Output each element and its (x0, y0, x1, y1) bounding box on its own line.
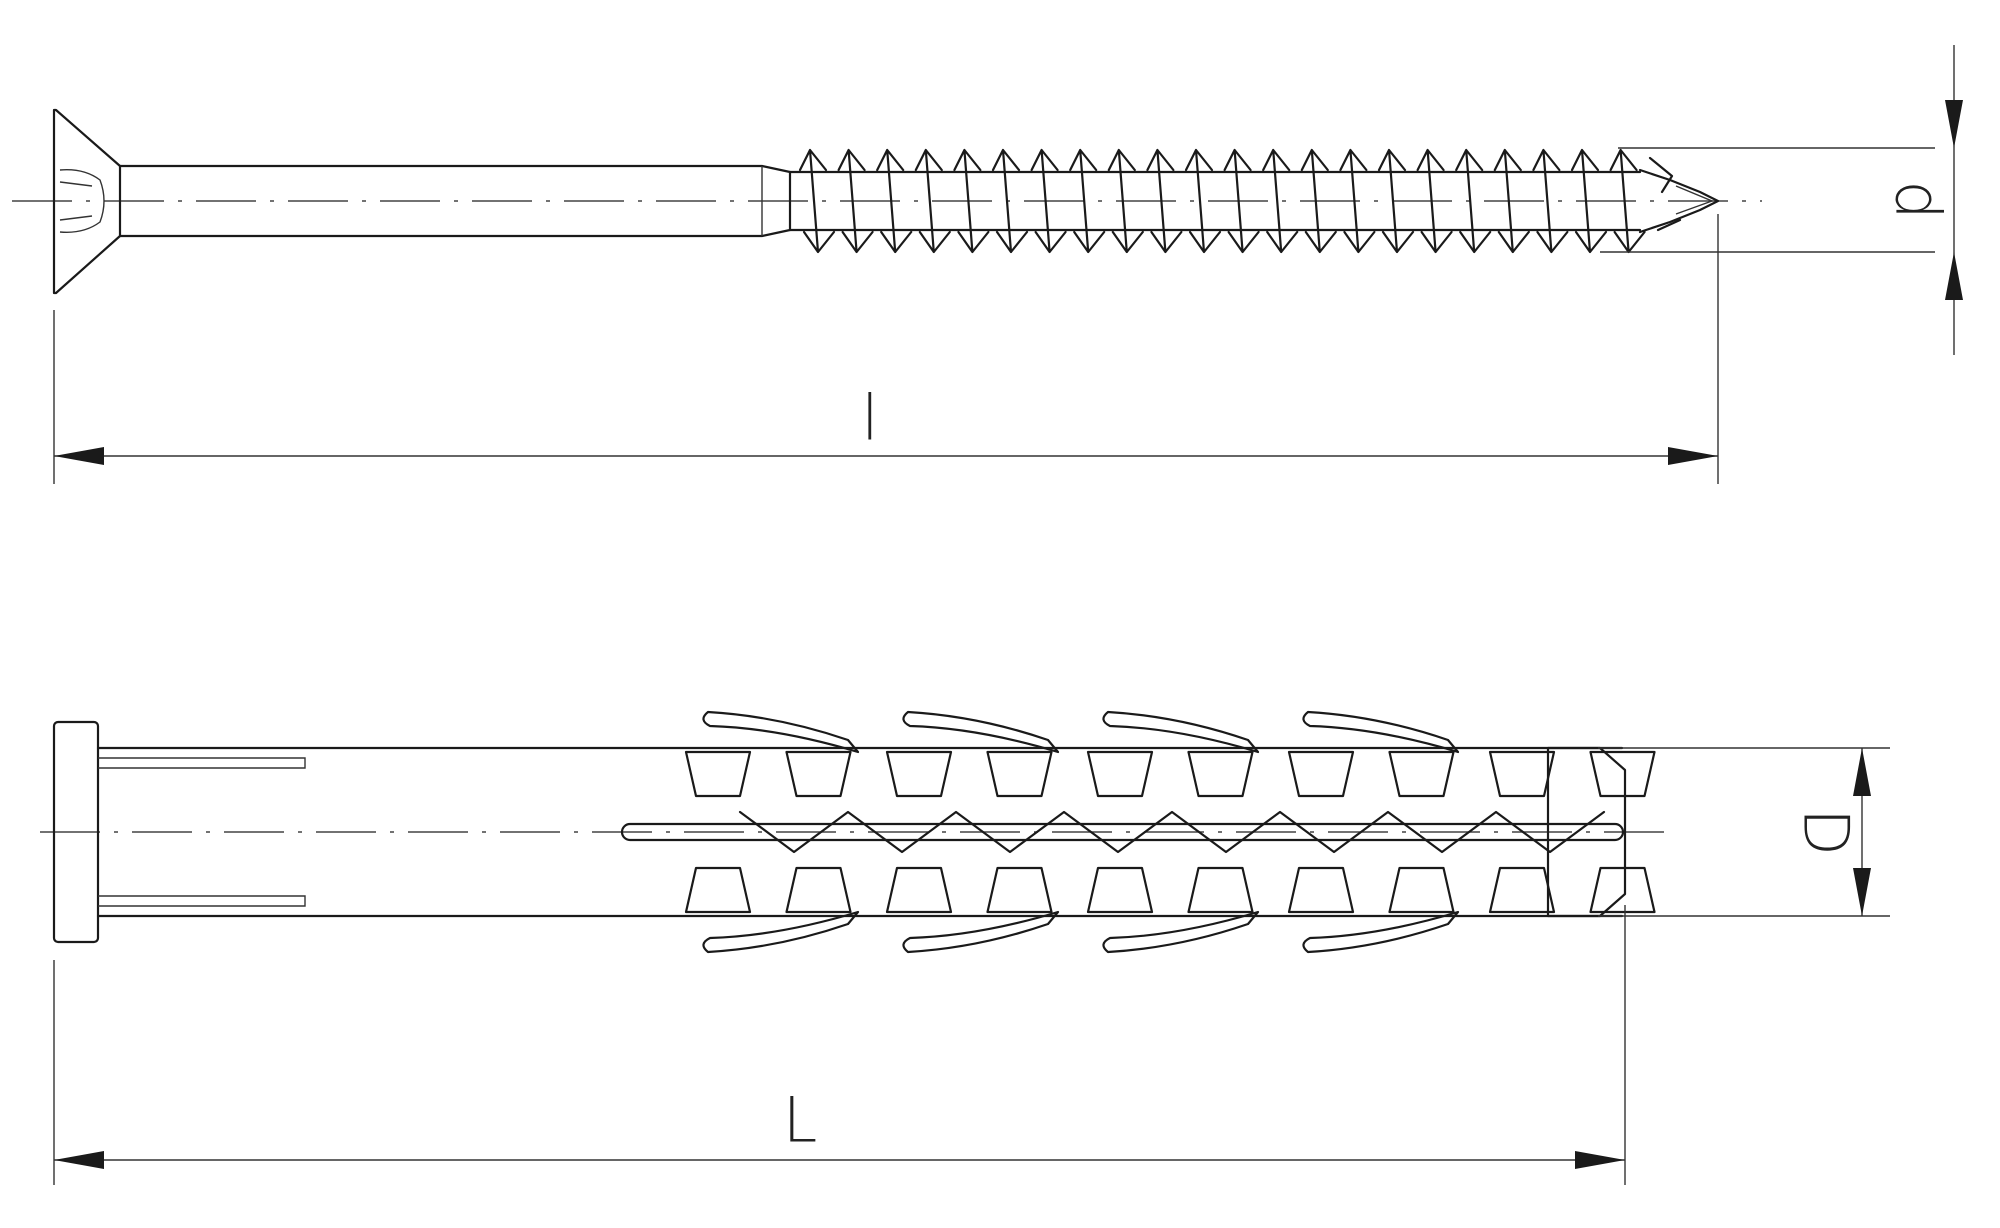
screw: d l (12, 45, 1963, 484)
plug-tooth-bottom (1287, 866, 1355, 914)
thread-crest (1493, 148, 1530, 254)
thread-crest (1223, 148, 1260, 254)
thread-crest (1107, 148, 1144, 254)
plug-diameter-dimension: D (1598, 747, 1890, 917)
plug-barb-top (902, 710, 1060, 754)
plug-tooth-bottom (1388, 866, 1455, 914)
plug-tooth-top (1488, 750, 1556, 798)
plug-tooth-bottom (1589, 866, 1656, 914)
plug-tooth-top (1287, 750, 1355, 798)
plug-tooth-bottom (684, 866, 752, 914)
plug-sleeve (96, 746, 1624, 918)
thread-crest (953, 148, 990, 254)
arrow-right-icon (1668, 447, 1718, 465)
thread-crest (1146, 148, 1183, 254)
arrow-up-icon (1945, 252, 1963, 300)
screw-thread (788, 148, 1646, 254)
plug-tooth-top (785, 750, 852, 798)
thread-crest (914, 148, 951, 254)
thread-crest (876, 148, 913, 254)
wall-plug: D L (40, 710, 1890, 1185)
arrow-down-icon (1945, 100, 1963, 148)
thread-crest (1532, 148, 1569, 254)
plug-barbs (702, 710, 1460, 954)
screw-tip (1638, 156, 1720, 234)
plug-zigzag (738, 810, 1606, 854)
screw-shank (118, 164, 792, 238)
screw-diameter-label: d (1882, 180, 1955, 219)
arrow-up-icon (1853, 748, 1871, 796)
plug-length-dimension: L (53, 905, 1626, 1185)
plug-barb-bottom (1102, 910, 1260, 954)
plug-tooth-top (1388, 750, 1455, 798)
thread-crest (1030, 148, 1067, 254)
thread-crest (1300, 148, 1337, 254)
screw-diameter-dimension: d (1600, 45, 1963, 355)
plug-tooth-bottom (1187, 866, 1254, 914)
thread-crest (837, 148, 874, 254)
plug-barb-bottom (1302, 910, 1460, 954)
plug-barb-bottom (702, 910, 860, 954)
thread-crest (1455, 148, 1492, 254)
thread-crest (1570, 148, 1608, 254)
plug-tooth-top (1086, 750, 1154, 798)
thread-crest (798, 148, 836, 254)
plug-tooth-top (986, 750, 1053, 798)
plug-tooth-bottom (885, 866, 953, 914)
plug-barb-top (1102, 710, 1260, 754)
thread-crest (1184, 148, 1222, 254)
plug-barb-bottom (902, 910, 1060, 954)
arrow-down-icon (1853, 868, 1871, 916)
plug-tooth-bottom (785, 866, 852, 914)
plug-tooth-top (885, 750, 953, 798)
screw-length-label: l (861, 382, 878, 455)
thread-crest (1262, 148, 1299, 254)
plug-tooth-bottom (1086, 866, 1154, 914)
thread-crest (991, 148, 1029, 254)
plug-length-label: L (783, 1084, 818, 1157)
thread-crest (1339, 148, 1376, 254)
plug-slot (620, 822, 1625, 842)
plug-tooth-bottom (986, 866, 1053, 914)
plug-tooth-top (1589, 750, 1656, 798)
plug-tooth-bottom (1488, 866, 1556, 914)
arrow-left-icon (54, 1151, 104, 1169)
plug-tooth-top (684, 750, 752, 798)
thread-crest (1069, 148, 1106, 254)
plug-barb-top (1302, 710, 1460, 754)
thread-crest (1416, 148, 1453, 254)
arrow-left-icon (54, 447, 104, 465)
plug-barb-top (702, 710, 860, 754)
plug-tooth-top (1187, 750, 1254, 798)
plug-collar (52, 720, 100, 944)
plug-diameter-label: D (1790, 808, 1863, 856)
plug-teeth (684, 750, 1656, 914)
screw-length-dimension: l (53, 214, 1719, 484)
thread-crest (1377, 148, 1415, 254)
arrow-right-icon (1575, 1151, 1625, 1169)
